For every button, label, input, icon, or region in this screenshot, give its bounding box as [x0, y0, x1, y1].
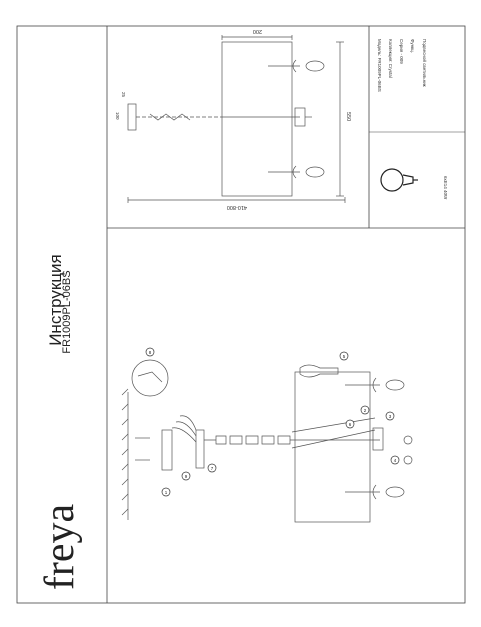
callout-markers	[145, 347, 400, 497]
dim-depth: 200	[253, 28, 262, 34]
svg-text:5: 5	[343, 354, 346, 359]
callout-7	[207, 463, 217, 473]
bulb-icon	[380, 168, 418, 192]
dimension-drawing	[127, 35, 346, 203]
spec-model: Модель: FR1009PL-06BS	[377, 39, 382, 92]
svg-text:8: 8	[149, 350, 152, 355]
callout-9	[181, 471, 191, 481]
callout-5	[339, 351, 349, 361]
spec-table: Модель: FR1009PL-06BS Коллекция: Crystal…	[377, 39, 428, 92]
callout-3	[385, 411, 395, 421]
model-code: FR1009PL-06BS	[61, 270, 73, 354]
svg-text:6: 6	[349, 422, 352, 427]
callout-numbers: 1 2 3 4 5 6 7 8 9	[149, 350, 397, 495]
canopy	[127, 103, 137, 131]
svg-text:2: 2	[364, 408, 367, 413]
callout-6	[345, 419, 355, 429]
shade-outline	[221, 41, 293, 197]
callout-1	[161, 487, 171, 497]
brand-logo: freya	[37, 503, 83, 591]
dim-canopy-height: 100	[115, 112, 120, 120]
svg-text:7: 7	[211, 466, 214, 471]
lamp-spec: 6xE14 40W	[443, 176, 448, 200]
dim-width: 410-800	[227, 204, 247, 210]
assembly-drawing	[121, 359, 413, 523]
outer-border	[16, 25, 466, 604]
dim-canopy-width: 25	[121, 92, 126, 98]
svg-text:1: 1	[165, 490, 168, 495]
spec-series: Серия - 009	[399, 39, 404, 64]
dim-length: 550	[345, 112, 351, 121]
spec-function-label: Функц.	[410, 39, 415, 53]
callout-2	[360, 405, 370, 415]
callout-8	[145, 347, 155, 357]
svg-text:4: 4	[394, 458, 397, 463]
svg-text:3: 3	[389, 414, 392, 419]
callout-4	[390, 455, 400, 465]
spec-function: Подвесной светильник	[422, 39, 428, 87]
svg-text:9: 9	[185, 474, 188, 479]
spec-collection: Коллекция: Crystal	[388, 39, 393, 78]
